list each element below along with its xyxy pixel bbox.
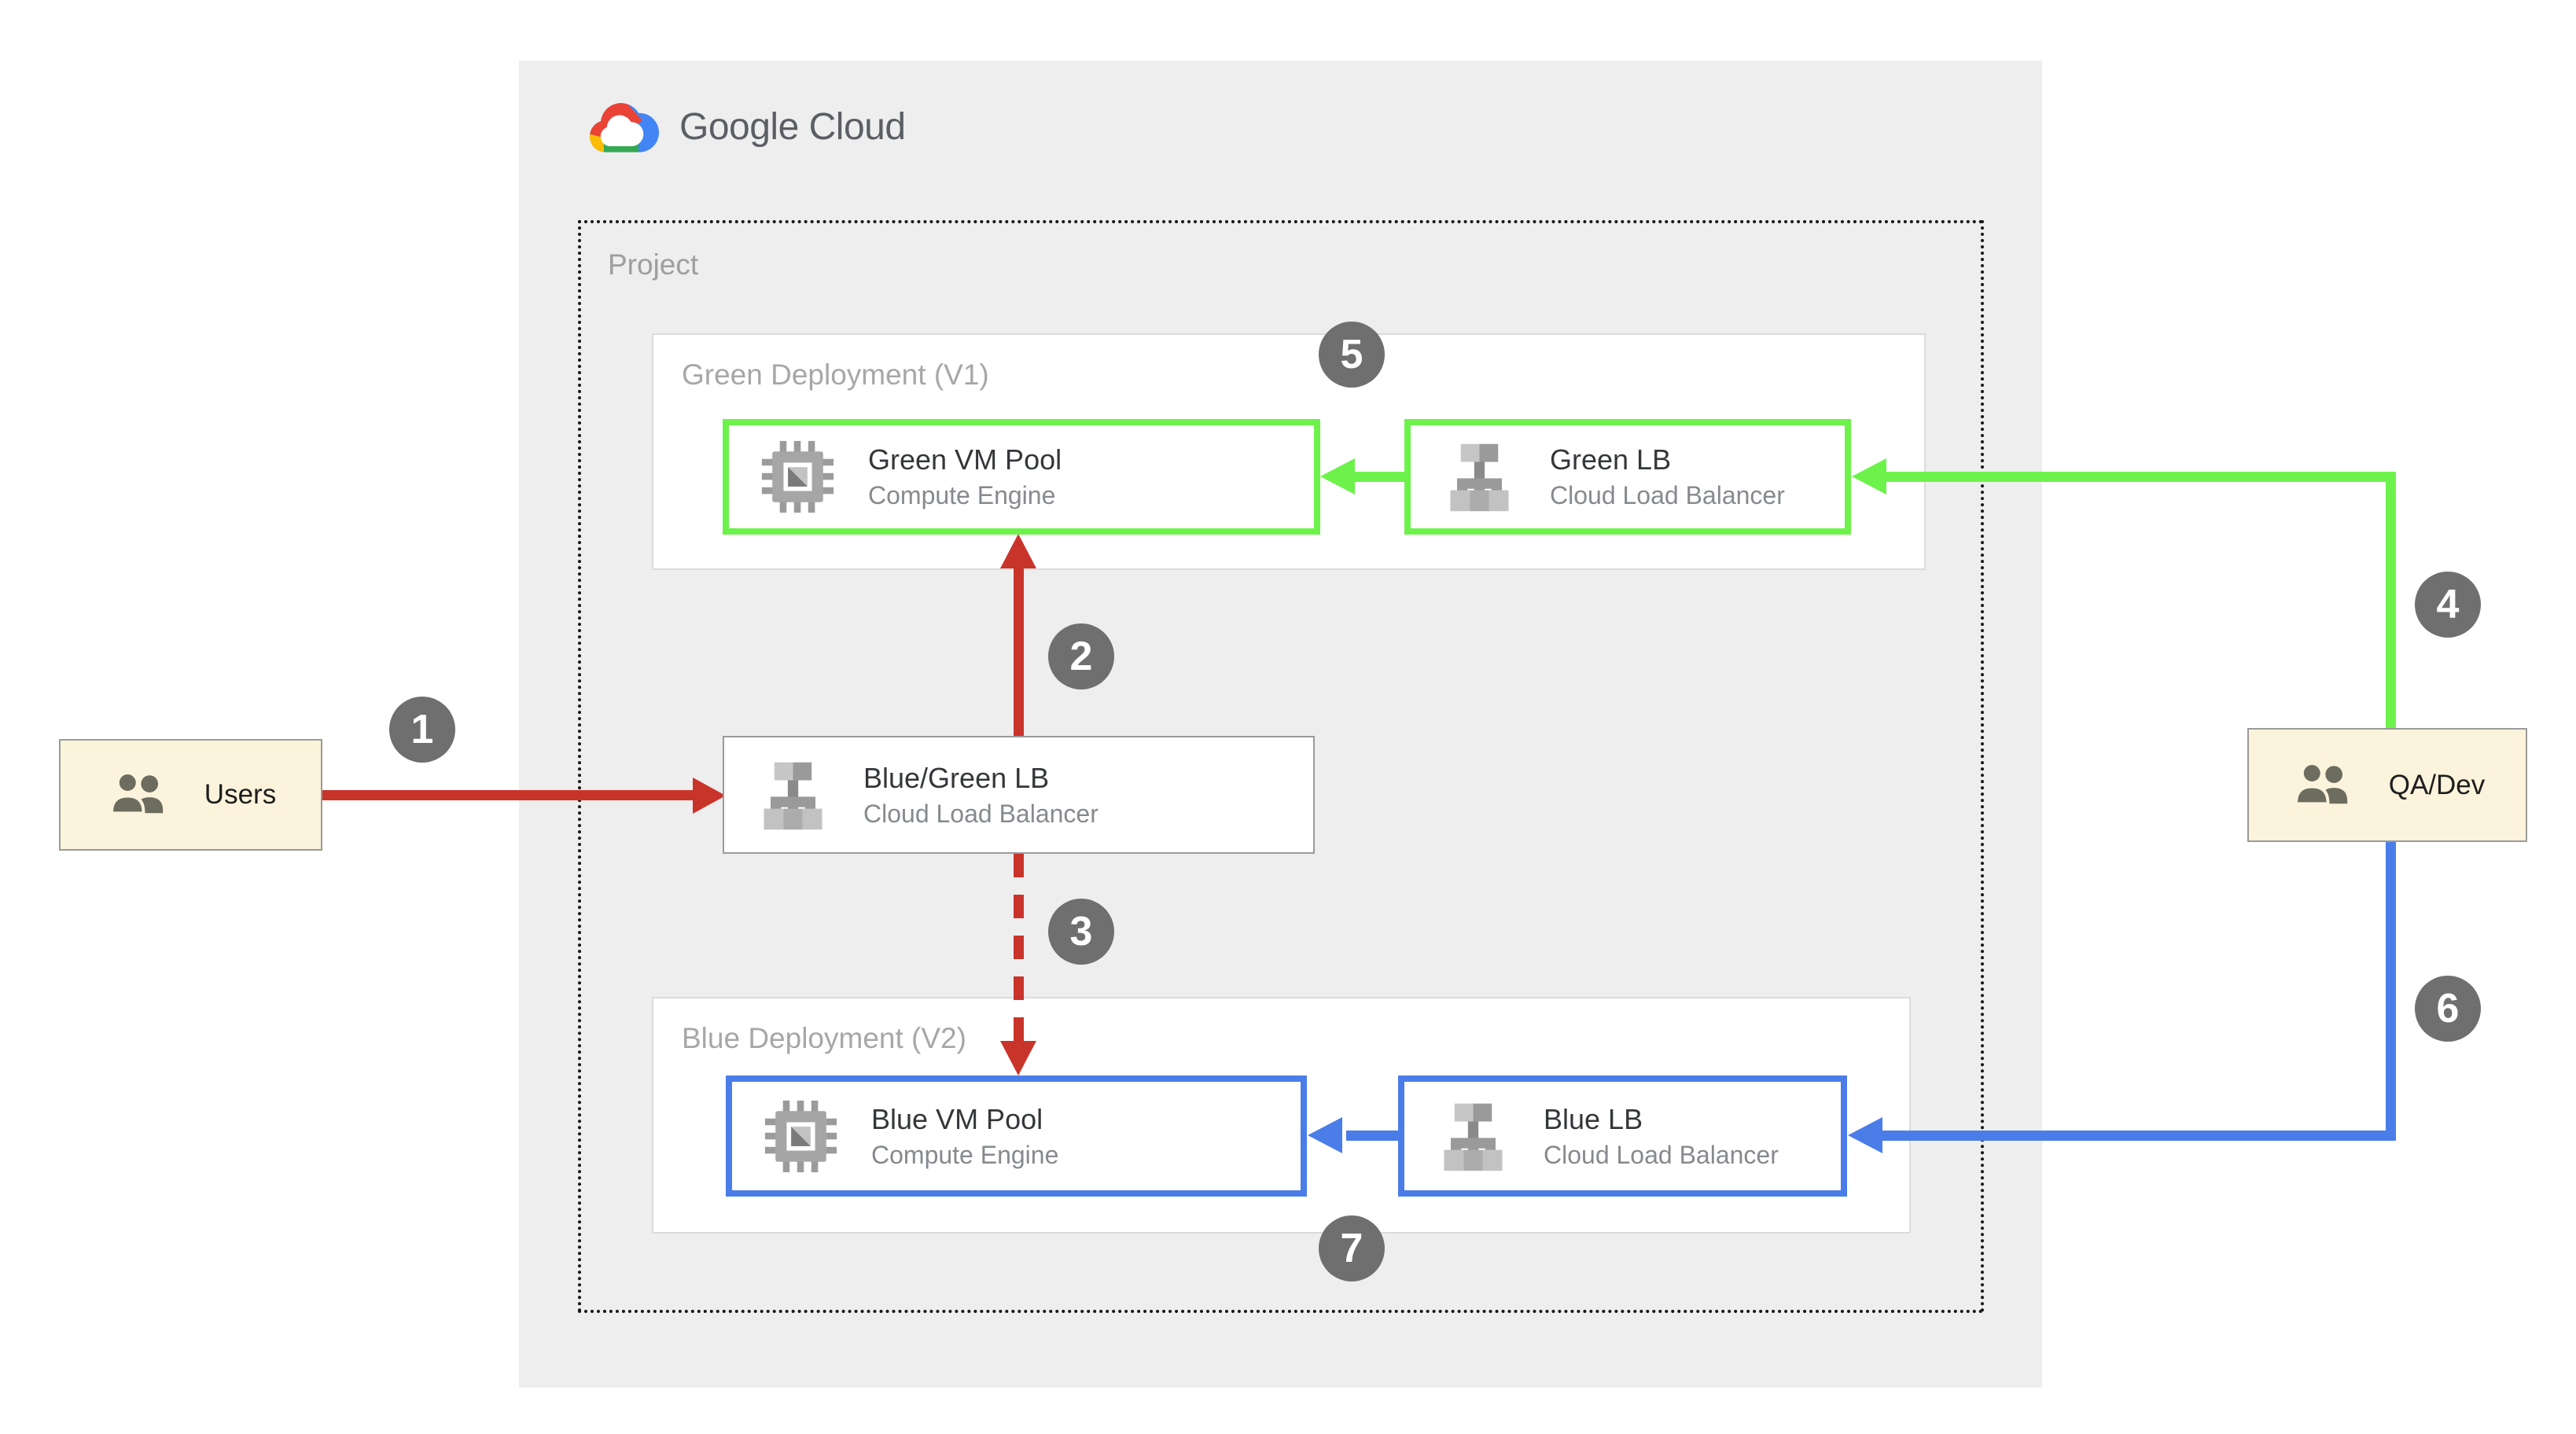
node-title: Green VM Pool [868,443,1062,476]
step-badge-2: 2 [1048,623,1114,689]
node-users: Users [59,739,322,851]
node-subtitle: Compute Engine [868,481,1056,509]
step-badge-6: 6 [2415,976,2481,1042]
node-green-lb: Green LB Cloud Load Balancer [1404,419,1851,535]
load-balancer-icon [764,762,822,829]
users-icon [109,771,164,815]
qadev-label: QA/Dev [2388,769,2486,800]
arrow-green-lb-to-vm-head [1320,458,1355,495]
users-label: Users [204,779,277,810]
node-green-vm-pool: Green VM Pool Compute Engine [723,419,1320,535]
node-title: Blue/Green LB [863,761,1050,794]
step-badge-3: 3 [1048,899,1114,965]
node-blue-lb: Blue LB Cloud Load Balancer [1398,1076,1847,1197]
node-title: Blue LB [1544,1102,1643,1135]
node-blue-vm-pool: Blue VM Pool Compute Engine [726,1076,1307,1197]
node-subtitle: Cloud Load Balancer [1544,1140,1779,1169]
step-badge-1: 1 [389,697,455,763]
load-balancer-icon [1444,1103,1503,1171]
line-qadev-to-blue-lb-vertical [2386,842,2396,1141]
arrow-blue-lb-to-vm-head [1308,1117,1342,1153]
arrow-blue-lb-to-vm-shaft [1346,1131,1398,1141]
node-subtitle: Compute Engine [871,1140,1059,1169]
project-boundary [578,220,1984,1313]
google-cloud-logo: Google Cloud [583,96,906,157]
arrow-qadev-to-green-lb-head [1852,458,1886,495]
node-subtitle: Cloud Load Balancer [863,799,1098,828]
arrow-qadev-to-blue-lb-head [1848,1117,1882,1153]
node-qadev: QA/Dev [2247,728,2527,842]
arrow-green-lb-to-vm-shaft [1352,472,1404,482]
arrow-lb-to-blue-vm-dashed-shaft [1014,854,1024,1042]
arrow-lb-to-blue-vm-head [1000,1041,1036,1076]
arrow-users-to-lb-head [693,778,726,814]
compute-engine-icon [764,1100,837,1172]
line-qadev-to-green-lb-vertical [2386,472,2396,728]
node-title: Blue VM Pool [871,1102,1043,1135]
step-badge-4: 4 [2415,572,2481,638]
step-badge-7: 7 [1319,1215,1385,1281]
google-cloud-wordmark: Google Cloud [679,105,906,148]
load-balancer-icon [1450,443,1509,512]
green-deployment-label: Green Deployment (V1) [682,358,989,391]
users-icon [2294,761,2347,805]
arrow-users-to-lb-shaft [322,790,693,800]
step-badge-5: 5 [1319,322,1385,388]
project-label: Project [608,248,699,281]
node-title: Green LB [1550,443,1672,476]
blue-deployment-label: Blue Deployment (V2) [682,1022,966,1054]
google-cloud-cloud-icon [589,103,659,153]
node-bluegreen-lb: Blue/Green LB Cloud Load Balancer [723,736,1315,854]
line-qadev-to-blue-lb-horizontal [1881,1131,2396,1141]
node-subtitle: Cloud Load Balancer [1550,481,1785,509]
arrow-lb-to-green-vm-shaft [1014,567,1024,736]
arrow-lb-to-green-vm-head [1000,534,1036,568]
line-qadev-to-green-lb-horizontal [1885,472,2396,482]
compute-engine-icon [761,440,834,513]
